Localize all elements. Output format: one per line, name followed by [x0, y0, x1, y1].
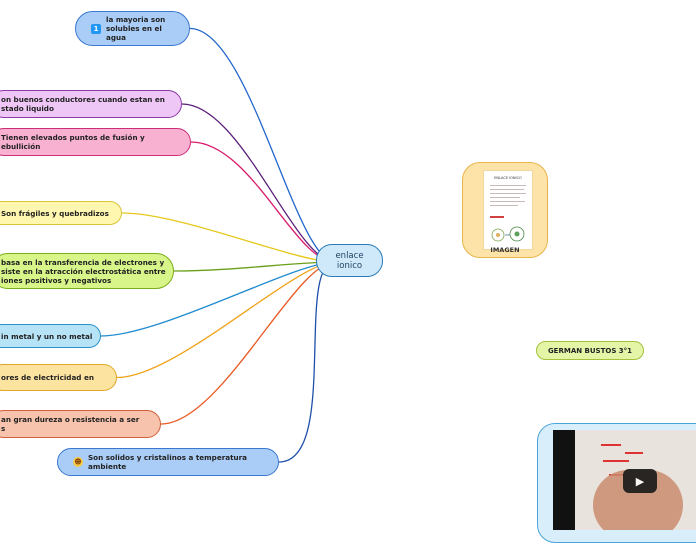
branch-node-conductores-electricidad[interactable]: ores de electricidad en — [0, 364, 117, 391]
play-button[interactable]: ▶ — [623, 469, 657, 493]
image-thumbnail-title: ENLACE IONICO — [494, 176, 522, 180]
connector-dureza — [160, 261, 336, 425]
image-node-caption: IMAGEN — [490, 246, 520, 254]
branch-label: Son frágiles y quebradizos — [1, 208, 109, 218]
connector-conductores-liquido — [181, 103, 336, 263]
number-badge-icon: 1 — [91, 23, 101, 34]
branch-label: in metal y un no metal — [1, 331, 93, 341]
video-thumbnail[interactable]: ▶ — [553, 430, 696, 530]
author-label: GERMAN BUSTOS 3°1 — [547, 346, 633, 355]
connector-solidos — [278, 261, 336, 463]
branch-node-transferencia[interactable]: basa en la transferencia de electrones y… — [0, 253, 174, 289]
connector-solubles — [189, 27, 336, 263]
video-node[interactable]: ▶ — [537, 423, 696, 543]
image-node[interactable]: ENLACE IONICO IMAGEN — [462, 162, 548, 258]
branch-label: basa en la transferencia de electrones y… — [1, 257, 166, 285]
connector-metal — [100, 261, 336, 337]
image-thumbnail[interactable]: ENLACE IONICO — [483, 170, 533, 250]
branch-node-metal[interactable]: in metal y un no metal — [0, 324, 101, 348]
author-node[interactable]: GERMAN BUSTOS 3°1 — [536, 341, 644, 360]
play-icon: ▶ — [635, 474, 645, 488]
branch-node-solidos[interactable]: ☻ Son solidos y cristalinos a temperatura… — [57, 448, 279, 476]
smiley-icon: ☻ — [73, 457, 83, 467]
atom-illustration — [491, 226, 525, 242]
branch-node-fragiles[interactable]: Son frágiles y quebradizos — [0, 201, 122, 225]
branch-label: ores de electricidad en — [1, 373, 94, 382]
connector-conductores-electricidad — [116, 261, 336, 379]
